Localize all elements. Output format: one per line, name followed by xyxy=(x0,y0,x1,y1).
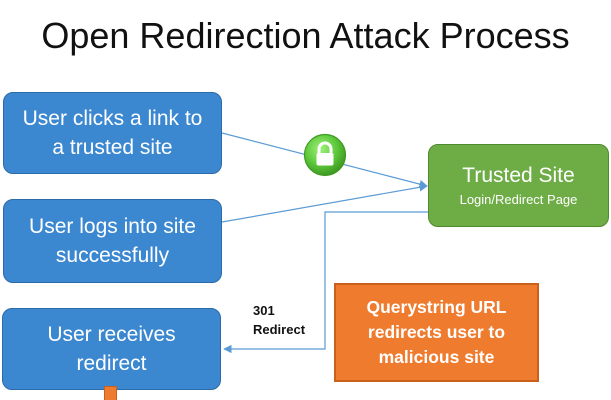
malicious-redirect-text: Querystring URL redirects user to malici… xyxy=(366,297,507,367)
user-receives-redirect-text: User receives redirect xyxy=(47,323,176,375)
trusted-site-box: Trusted Site Login/Redirect Page xyxy=(428,144,609,227)
user-logs-in-text: User logs into site successfully xyxy=(29,215,196,267)
user-receives-redirect-box: User receives redirect xyxy=(2,308,221,390)
redirect-label: 301 Redirect xyxy=(253,301,305,339)
redirect-code: 301 xyxy=(253,303,275,318)
user-clicks-link-box: User clicks a link to a trusted site xyxy=(3,92,222,174)
user-clicks-link-text: User clicks a link to a trusted site xyxy=(22,107,203,159)
trusted-site-title: Trusted Site xyxy=(462,163,575,187)
connector-redirect xyxy=(223,211,430,354)
trusted-site-subtitle: Login/Redirect Page xyxy=(459,191,578,207)
user-logs-in-box: User logs into site successfully xyxy=(3,199,222,283)
continuation-connector xyxy=(104,386,117,400)
diagram-title: Open Redirection Attack Process xyxy=(41,15,570,56)
malicious-redirect-box: Querystring URL redirects user to malici… xyxy=(334,283,539,382)
lock-icon xyxy=(303,133,347,177)
redirect-word: Redirect xyxy=(253,322,306,337)
connector-login-to-trusted xyxy=(221,183,428,223)
